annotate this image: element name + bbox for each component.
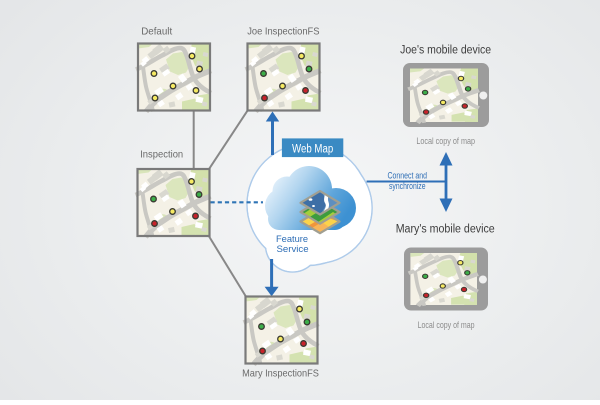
svg-text:Feature: Feature (276, 234, 308, 245)
svg-text:synchronize: synchronize (389, 181, 426, 191)
svg-text:Connect and: Connect and (388, 171, 428, 181)
svg-text:Mary's mobile device: Mary's mobile device (396, 223, 495, 235)
svg-text:Web Map: Web Map (292, 144, 333, 156)
svg-text:Mary InspectionFS: Mary InspectionFS (242, 367, 319, 379)
svg-text:Local copy of map: Local copy of map (418, 320, 475, 330)
svg-text:Inspection: Inspection (140, 148, 183, 160)
svg-text:Joe InspectionFS: Joe InspectionFS (247, 25, 319, 37)
svg-text:Joe's mobile device: Joe's mobile device (400, 45, 491, 57)
svg-text:Default: Default (141, 25, 172, 37)
svg-text:Local copy of map: Local copy of map (416, 136, 475, 146)
svg-text:Service: Service (277, 244, 309, 255)
